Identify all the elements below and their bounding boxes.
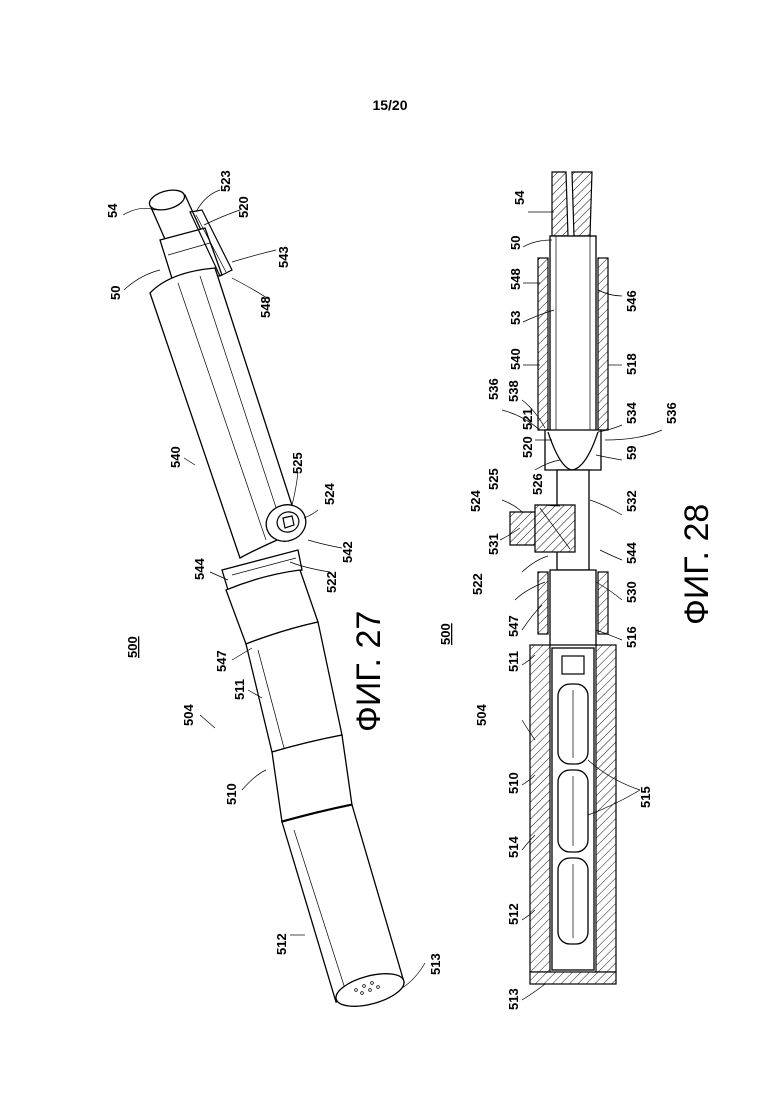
fig28-label-54: 54 xyxy=(512,190,527,205)
fig28-label-522: 522 xyxy=(470,573,485,595)
fig28-label-530: 530 xyxy=(624,581,639,603)
fig27-label-547: 547 xyxy=(214,650,229,672)
fig28-label-547: 547 xyxy=(506,615,521,637)
fig28-device-section xyxy=(510,172,616,984)
fig28-label-500: 500 xyxy=(438,623,453,645)
fig27-label-54: 54 xyxy=(105,203,120,218)
fig28-label-520: 520 xyxy=(520,436,535,458)
fig27-label-544: 544 xyxy=(192,558,207,580)
fig27-label-523: 523 xyxy=(218,170,233,192)
fig27-label-504: 504 xyxy=(181,704,196,726)
figure-27: 54 523 520 50 543 548 540 525 524 544 54… xyxy=(105,170,443,1012)
fig27-caption: ФИГ. 27 xyxy=(350,611,388,732)
fig28-label-538: 538 xyxy=(506,380,521,402)
fig27-label-500: 500 xyxy=(125,636,140,658)
fig28-label-534: 534 xyxy=(624,402,639,424)
fig27-label-522: 522 xyxy=(324,571,339,593)
fig27-label-524: 524 xyxy=(322,483,337,505)
fig28-label-515: 515 xyxy=(638,786,653,808)
fig27-label-520: 520 xyxy=(236,196,251,218)
fig27-label-510: 510 xyxy=(224,783,239,805)
fig28-label-516: 516 xyxy=(624,626,639,648)
fig28-label-513: 513 xyxy=(506,988,521,1010)
fig28-label-510: 510 xyxy=(506,772,521,794)
fig28-label-532: 532 xyxy=(624,490,639,512)
fig27-label-542: 542 xyxy=(340,541,355,563)
fig27-label-540: 540 xyxy=(168,446,183,468)
fig28-label-544: 544 xyxy=(624,542,639,564)
fig27-label-525: 525 xyxy=(290,452,305,474)
fig28-label-59: 59 xyxy=(624,446,639,460)
fig27-label-543: 543 xyxy=(276,246,291,268)
fig28-label-514: 514 xyxy=(506,836,521,858)
page-number: 15/20 xyxy=(372,97,407,113)
figure-28: 54 50 548 53 546 540 518 536 538 521 534… xyxy=(438,172,716,1010)
fig28-label-518: 518 xyxy=(624,353,639,375)
fig28-label-521: 521 xyxy=(520,408,535,430)
fig28-label-525: 525 xyxy=(486,468,501,490)
fig28-label-524: 524 xyxy=(468,490,483,512)
fig27-label-512: 512 xyxy=(274,933,289,955)
fig28-label-53: 53 xyxy=(508,311,523,325)
fig28-label-512: 512 xyxy=(506,903,521,925)
fig28-label-548: 548 xyxy=(508,268,523,290)
fig27-label-548: 548 xyxy=(258,296,273,318)
fig28-label-50: 50 xyxy=(508,236,523,250)
fig28-label-536-left: 536 xyxy=(486,378,501,400)
fig27-label-50: 50 xyxy=(108,286,123,300)
fig28-label-536-right: 536 xyxy=(664,402,679,424)
fig28-caption: ФИГ. 28 xyxy=(678,504,716,625)
fig28-capsules-515 xyxy=(558,684,588,944)
fig28-label-504: 504 xyxy=(474,704,489,726)
fig28-label-526: 526 xyxy=(530,473,545,495)
fig27-label-513: 513 xyxy=(428,953,443,975)
fig28-label-531: 531 xyxy=(486,533,501,555)
fig27-device-body xyxy=(147,187,407,1013)
fig28-label-511: 511 xyxy=(506,651,521,672)
fig27-label-511: 511 xyxy=(232,679,247,700)
fig28-label-540: 540 xyxy=(508,348,523,370)
fig28-label-546: 546 xyxy=(624,290,639,312)
